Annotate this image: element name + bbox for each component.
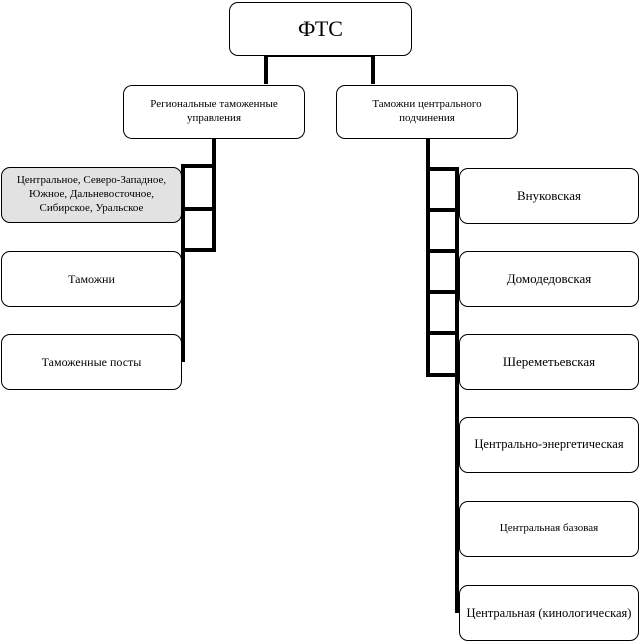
regional-child-districts: Центральное, Северо-Западное, Южное, Дал…: [1, 167, 182, 223]
regional-customs-node: Региональные таможенные управления: [123, 85, 305, 139]
central-child-label: Внуковская: [517, 187, 581, 203]
connector-root-down: [264, 56, 268, 84]
central-child-label: Домодедовская: [506, 270, 592, 286]
regional-child-label: Центральное, Северо-Западное, Южное, Дал…: [16, 174, 167, 214]
connector-regional-side: [181, 164, 185, 362]
regional-child-label: Таможни: [68, 271, 115, 286]
central-child-label: Шереметьевская: [502, 353, 596, 369]
central-child-energy: Центрально-энергетическая: [459, 417, 639, 473]
regional-child-label: Таможенные посты: [41, 354, 142, 369]
connector-central-h6: [426, 373, 459, 377]
regional-customs-label: Региональные таможенные управления: [150, 98, 278, 124]
central-child-label: Центрально-энергетическая: [474, 437, 624, 452]
connector-central-h2: [426, 208, 459, 212]
central-child-vnukovo: Внуковская: [459, 168, 639, 224]
central-customs-node: Таможни центрального подчинения: [336, 85, 518, 139]
connector-central-trunk: [426, 139, 430, 377]
connector-central-h3: [426, 249, 459, 253]
root-node-fts: ФТС: [229, 2, 412, 56]
central-child-label: Центральная (кинологическая): [466, 605, 632, 620]
connector-root-down-right: [371, 56, 375, 84]
connector-central-h1: [426, 167, 459, 171]
connector-regional-h3: [181, 248, 216, 252]
connector-regional-h2: [181, 207, 216, 211]
connector-regional-h1: [181, 164, 216, 168]
central-child-sheremetyevo: Шереметьевская: [459, 334, 639, 390]
connector-central-h4: [426, 290, 459, 294]
connector-central-h5: [426, 331, 459, 335]
central-child-domodedovo: Домодедовская: [459, 251, 639, 307]
central-child-label: Центральная базовая: [499, 522, 599, 535]
central-child-cynological: Центральная (кинологическая): [459, 585, 639, 641]
regional-child-posts: Таможенные посты: [1, 334, 182, 390]
connector-regional-trunk: [212, 139, 216, 252]
root-node-label: ФТС: [298, 16, 343, 42]
central-customs-label: Таможни центрального подчинения: [372, 98, 482, 124]
connector-central-side: [455, 167, 459, 613]
regional-child-customs: Таможни: [1, 251, 182, 307]
central-child-base: Центральная базовая: [459, 501, 639, 557]
